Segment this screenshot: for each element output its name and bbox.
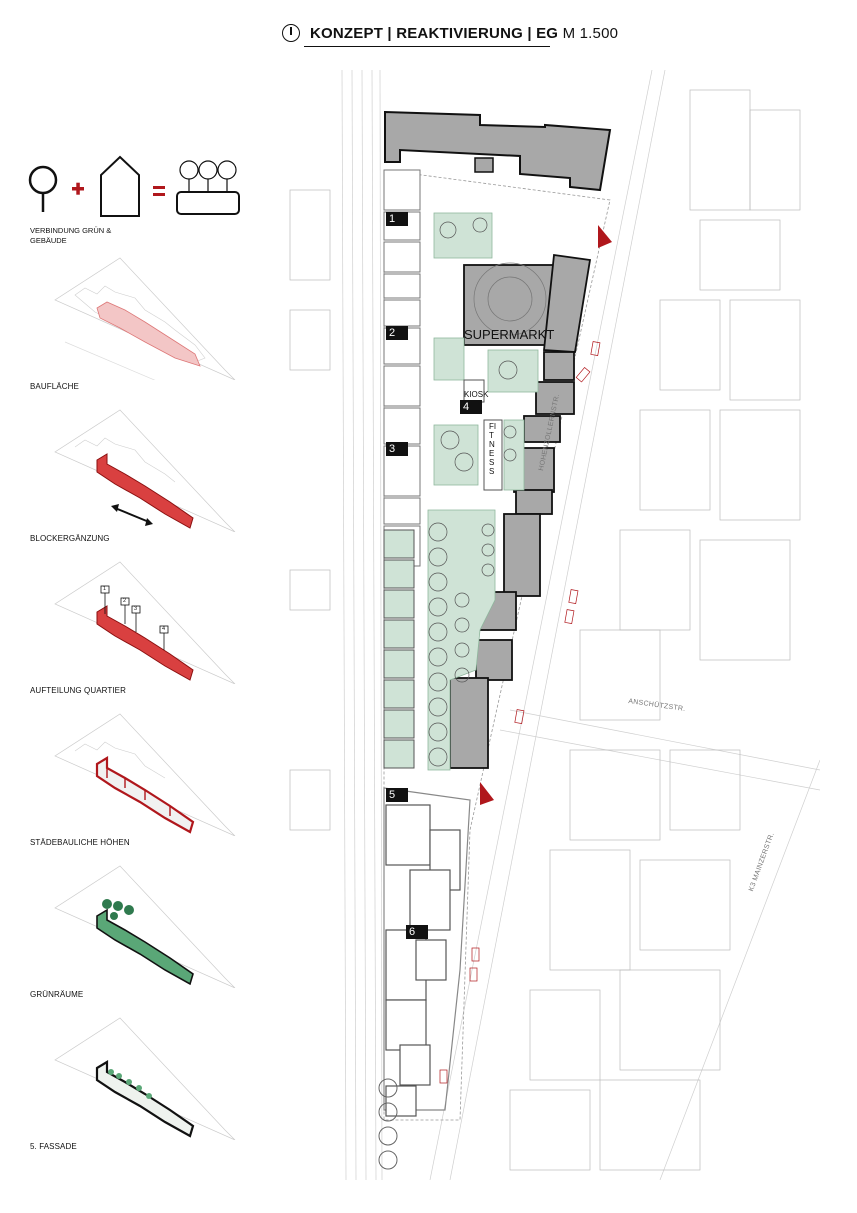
plan-number-5: 5 — [386, 788, 408, 802]
title-block: KONZEPT | REAKTIVIERUNG | EG M 1.500 — [282, 22, 618, 50]
north-arrow-icon — [282, 24, 300, 42]
label-kiosk: KIOSK — [464, 390, 489, 399]
step-caption-6: 5. FASSADE — [30, 1142, 77, 1151]
plan-number-3: 3 — [386, 442, 408, 456]
step-baufläche: BAUFLÄCHE — [25, 250, 255, 400]
fitness-frame — [483, 419, 503, 491]
tree-icon — [28, 165, 58, 212]
legend-caption: VERBINDUNG GRÜN & GEBÄUDE — [30, 226, 112, 245]
step-diagram-5 — [54, 865, 236, 988]
legend-graphic — [28, 155, 240, 217]
context-buildings — [289, 89, 801, 1171]
step-aufteilung: 1 2 3 4 AUFTEILUNG QUARTIER — [25, 554, 255, 704]
plan-number-6: 6 — [406, 925, 428, 939]
step-caption-1: BAUFLÄCHE — [30, 382, 79, 391]
label-fitness: FITNESS — [489, 422, 497, 476]
entry-arrows — [480, 225, 612, 805]
step-diagram-1 — [54, 257, 236, 380]
label-supermarkt: SUPERMARKT — [464, 327, 555, 342]
parking-markers — [439, 341, 601, 1084]
step-fassade: 5. FASSADE — [25, 1010, 255, 1160]
step-marker-3: 3 — [134, 606, 138, 612]
step-caption-3: AUFTEILUNG QUARTIER — [30, 686, 126, 695]
step-marker-4: 4 — [162, 626, 166, 632]
trees — [428, 217, 547, 767]
plan-number-2: 2 — [386, 326, 408, 340]
title-main: KONZEPT | REAKTIVIERUNG | EG — [310, 25, 559, 42]
step-blockergänzung: BLOCKERGÄNZUNG — [25, 402, 255, 552]
context-lines — [341, 69, 821, 1181]
step-diagram-2 — [54, 409, 236, 532]
plan-number-1: 1 — [386, 212, 408, 226]
step-grünräume: GRÜNRÄUME — [25, 858, 255, 1008]
step-caption-2: BLOCKERGÄNZUNG — [30, 534, 110, 543]
step-diagram-6 — [54, 1017, 236, 1140]
site-plan-graphic — [289, 69, 821, 1181]
equals-icon — [153, 186, 165, 196]
bottom-circles — [378, 1078, 398, 1170]
combined-icon — [176, 160, 240, 215]
step-marker-2: 2 — [123, 598, 127, 604]
step-diagram-3 — [54, 561, 236, 684]
plus-icon — [72, 182, 84, 195]
title-scale: M 1.500 — [562, 25, 619, 42]
house-icon — [100, 155, 140, 217]
north-building — [384, 110, 612, 192]
east-buildings — [449, 253, 592, 769]
west-row — [383, 169, 421, 567]
west-green-row — [383, 529, 415, 769]
step-caption-5: GRÜNRÄUME — [30, 990, 84, 999]
step-marker-1: 1 — [103, 586, 107, 592]
site-plan: 1 2 3 4 5 6 SUPERMARKT KIOSK FITNESS HOH… — [280, 69, 821, 1181]
step-caption-4: STÄDEBAULICHE HÖHEN — [30, 838, 130, 847]
plan-number-4: 4 — [460, 400, 482, 414]
south-buildings — [383, 787, 471, 1117]
title-underline — [304, 46, 550, 47]
page-title: KONZEPT | REAKTIVIERUNG | EG M 1.500 — [310, 25, 618, 42]
step-höhen: STÄDEBAULICHE HÖHEN — [25, 706, 255, 856]
concept-legend: VERBINDUNG GRÜN & GEBÄUDE — [25, 150, 255, 250]
step-diagram-4 — [54, 713, 236, 836]
concept-steps: BAUFLÄCHE BLOCKERGÄNZUNG — [25, 250, 255, 1180]
green-areas — [427, 212, 539, 771]
